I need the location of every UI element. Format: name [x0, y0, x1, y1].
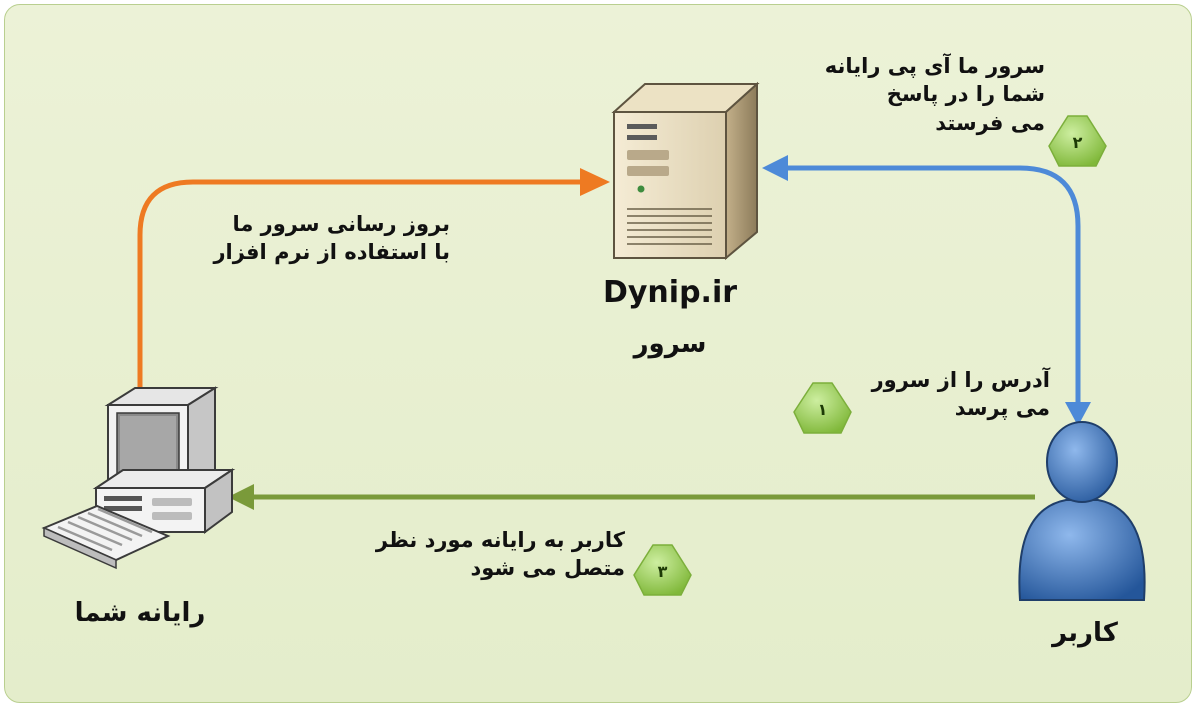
- reply-label-line2: شما را در پاسخ: [886, 82, 1045, 107]
- user-label: کاربر: [1052, 618, 1118, 648]
- step-badge-1-number: ۱: [817, 400, 828, 419]
- reply-label-line3: می فرستد: [935, 110, 1045, 135]
- step-badge-3-number: ۳: [657, 562, 668, 581]
- update-label-line1: بروز رسانی سرور ما: [232, 212, 450, 236]
- update-label: بروز رسانی سرور ما با استفاده از نرم افز…: [150, 210, 450, 267]
- reply-label: سرور ما آی پی رایانه شما را در پاسخ می ف…: [740, 52, 1045, 137]
- step-badge-1-shape: [793, 382, 852, 434]
- reply-label-line1: سرور ما آی پی رایانه: [824, 54, 1045, 78]
- update-arrow: [137, 168, 610, 395]
- server-label: سرور: [633, 329, 707, 359]
- connect-label: کاربر به رایانه مورد نظر متصل می شود: [320, 526, 625, 583]
- connect-label-line2: متصل می شود: [470, 556, 625, 581]
- step-badge-1: ۱: [794, 383, 851, 433]
- ask-label-line1: آدرس را از سرور: [871, 368, 1050, 392]
- step-badge-2-number: ۲: [1072, 133, 1083, 152]
- ask-label: آدرس را از سرور می پرسد: [820, 366, 1050, 423]
- connect-arrow: [228, 484, 1035, 510]
- user-icon: [1018, 421, 1146, 601]
- diagram-panel: [4, 4, 1192, 703]
- step-badge-3: ۳: [634, 545, 691, 595]
- client-pc-label: رایانه شما: [74, 598, 206, 628]
- computer-icon: [41, 386, 236, 570]
- server-domain: Dynip.ir: [602, 275, 738, 310]
- ask-label-line2: می پرسد: [954, 396, 1050, 421]
- server-icon: [611, 81, 760, 261]
- update-label-line2: با استفاده از نرم افزار: [213, 240, 450, 265]
- step-badge-3-shape: [633, 544, 692, 596]
- reply-arrow: [762, 155, 1091, 426]
- step-badge-2: ۲: [1049, 116, 1106, 166]
- step-badge-2-shape: [1048, 115, 1107, 167]
- connect-label-line1: کاربر به رایانه مورد نظر: [375, 528, 625, 552]
